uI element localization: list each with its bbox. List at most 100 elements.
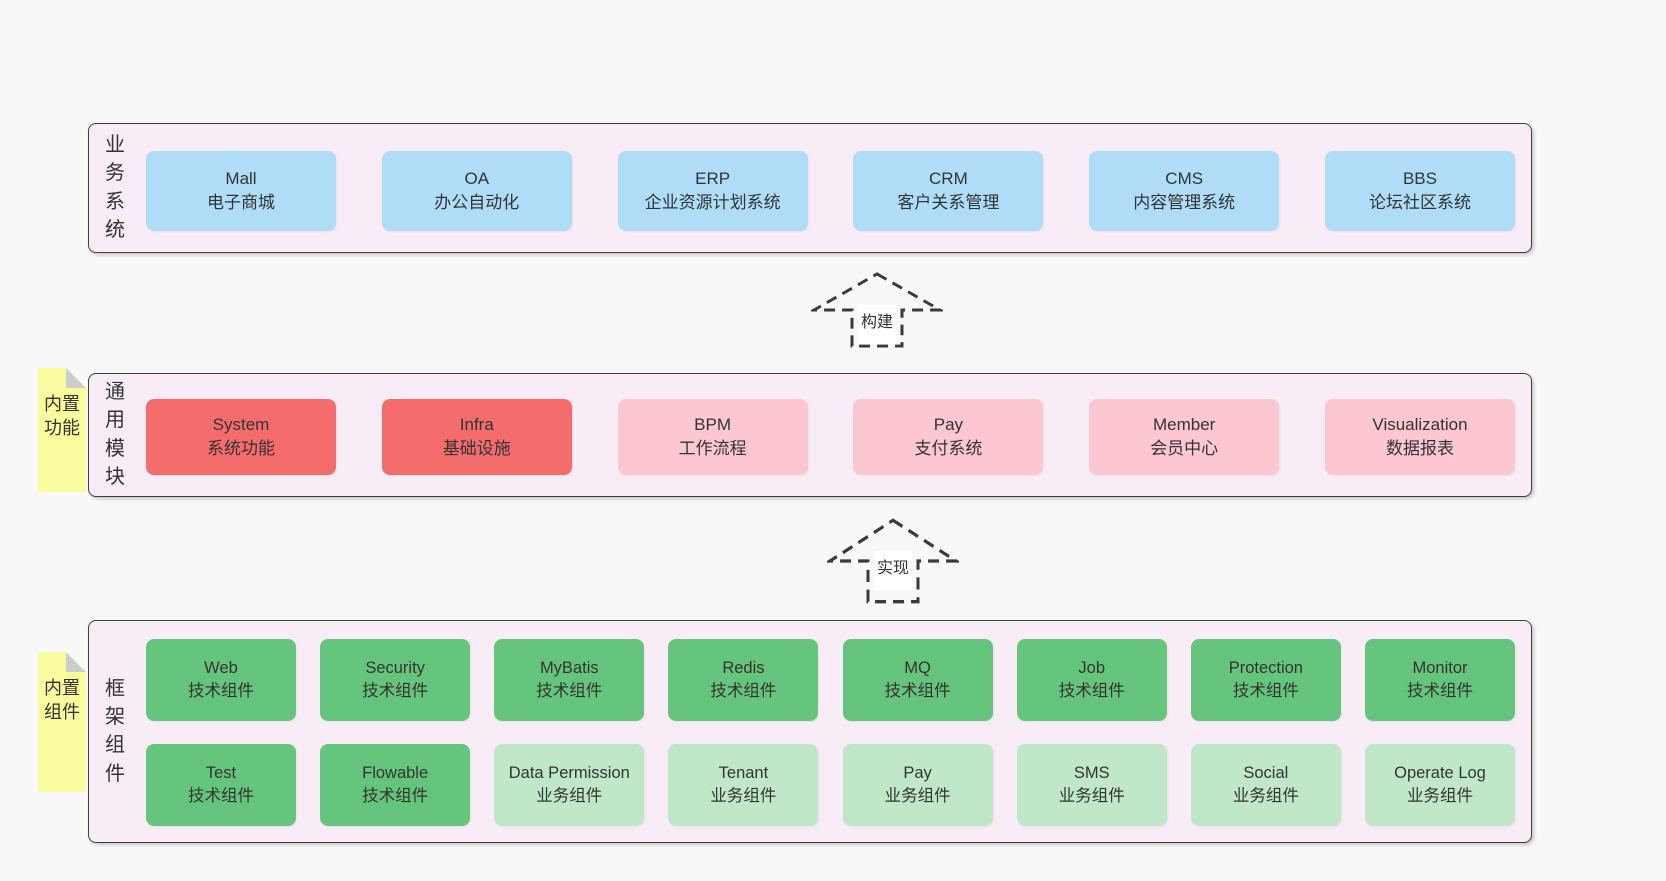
box-subtitle: 业务组件: [1058, 787, 1125, 805]
business-systems-panel: 业务系统 Mall 电子商城 OA 办公自动化 ERP 企业资源计划系统 CRM…: [88, 123, 1532, 253]
framework-row-2: Test 技术组件 Flowable 技术组件 Data Permission …: [146, 744, 1515, 826]
folded-corner-icon: [66, 652, 86, 672]
box-title: Protection: [1228, 658, 1303, 677]
box-subtitle: 办公自动化: [434, 193, 520, 212]
box-title: Visualization: [1372, 414, 1468, 434]
build-arrow: 构建: [811, 271, 943, 349]
box-title: BBS: [1402, 168, 1437, 188]
panel-title-framework: 框架组件: [105, 677, 125, 785]
box-title: Pay: [933, 414, 964, 434]
box-title: Flowable: [362, 763, 429, 782]
box-title: System: [212, 414, 270, 434]
framework-row-1: Web 技术组件 Security 技术组件 MyBatis 技术组件 Redi…: [146, 639, 1515, 721]
panel-title-modules: 通用模块: [105, 381, 125, 489]
box-title: MQ: [904, 658, 931, 677]
box-cms: CMS 内容管理系统: [1089, 151, 1280, 231]
box-subtitle: 业务组件: [536, 787, 603, 805]
box-infra: Infra 基础设施: [381, 399, 572, 475]
box-subtitle: 客户关系管理: [897, 193, 1000, 212]
box-subtitle: 支付系统: [914, 439, 983, 458]
box-redis: Redis 技术组件: [668, 639, 819, 721]
box-title: OA: [464, 168, 490, 188]
box-title: Test: [205, 763, 237, 782]
box-protection: Protection 技术组件: [1190, 639, 1341, 721]
box-subtitle: 基础设施: [442, 439, 511, 458]
box-subtitle: 论坛社区系统: [1368, 193, 1471, 212]
box-subtitle: 技术组件: [710, 682, 777, 700]
box-mall: Mall 电子商城: [146, 151, 336, 231]
framework-components-panel: 框架组件 Web 技术组件 Security 技术组件 MyBatis 技术组件…: [88, 620, 1532, 843]
box-subtitle: 内容管理系统: [1133, 193, 1236, 212]
box-mq: MQ 技术组件: [842, 639, 993, 721]
box-title: Member: [1153, 414, 1216, 434]
box-subtitle: 技术组件: [884, 682, 951, 700]
dashed-up-arrow-icon: [811, 272, 943, 348]
box-operate-log: Operate Log 业务组件: [1364, 744, 1515, 826]
box-pay-component: Pay 业务组件: [842, 744, 993, 826]
box-title: Data Permission: [508, 763, 630, 782]
box-subtitle: 电子商城: [207, 193, 275, 212]
box-system: System 系统功能: [146, 399, 336, 475]
box-data-permission: Data Permission 业务组件: [494, 744, 645, 826]
box-subtitle: 技术组件: [536, 682, 603, 700]
folded-corner-icon: [66, 368, 86, 388]
box-title: ERP: [695, 168, 731, 188]
box-title: Social: [1243, 763, 1289, 782]
box-title: Infra: [459, 414, 494, 434]
box-visualization: Visualization 数据报表: [1324, 399, 1515, 475]
box-title: CRM: [929, 168, 968, 188]
modules-boxes-row: System 系统功能 Infra 基础设施 BPM 工作流程 Pay 支付系统…: [146, 399, 1515, 475]
box-subtitle: 会员中心: [1150, 439, 1219, 458]
panel-title-business: 业务系统: [105, 134, 125, 242]
box-tenant: Tenant 业务组件: [668, 744, 819, 826]
box-title: Pay: [903, 763, 932, 782]
note-text: 内置功能: [44, 394, 80, 439]
box-test: Test 技术组件: [146, 744, 296, 826]
box-subtitle: 技术组件: [362, 787, 429, 805]
box-subtitle: 系统功能: [207, 439, 275, 458]
box-member: Member 会员中心: [1089, 399, 1280, 475]
box-subtitle: 技术组件: [1232, 682, 1299, 700]
box-pay-module: Pay 支付系统: [853, 399, 1044, 475]
box-subtitle: 业务组件: [710, 787, 777, 805]
box-mybatis: MyBatis 技术组件: [494, 639, 645, 721]
box-monitor: Monitor 技术组件: [1364, 639, 1515, 721]
box-subtitle: 技术组件: [362, 682, 429, 700]
box-title: BPM: [694, 414, 732, 434]
box-flowable: Flowable 技术组件: [320, 744, 471, 826]
box-social: Social 业务组件: [1190, 744, 1341, 826]
box-title: Monitor: [1412, 658, 1468, 677]
box-title: MyBatis: [539, 658, 599, 677]
box-subtitle: 工作流程: [678, 439, 747, 458]
box-subtitle: 技术组件: [188, 787, 254, 805]
box-subtitle: 企业资源计划系统: [644, 193, 781, 212]
box-title: Mall: [225, 168, 257, 188]
box-bbs: BBS 论坛社区系统: [1324, 151, 1515, 231]
box-subtitle: 技术组件: [1406, 682, 1473, 700]
arrow-label-build: 构建: [857, 305, 897, 344]
box-title: Tenant: [718, 763, 769, 782]
box-title: SMS: [1073, 763, 1110, 782]
box-oa: OA 办公自动化: [381, 151, 572, 231]
note-text: 内置组件: [44, 678, 80, 723]
business-boxes-row: Mall 电子商城 OA 办公自动化 ERP 企业资源计划系统 CRM 客户关系…: [146, 151, 1515, 231]
box-web: Web 技术组件: [146, 639, 296, 721]
box-sms: SMS 业务组件: [1016, 744, 1167, 826]
box-title: Security: [365, 658, 425, 677]
box-security: Security 技术组件: [320, 639, 471, 721]
box-subtitle: 技术组件: [1058, 682, 1125, 700]
box-erp: ERP 企业资源计划系统: [617, 151, 808, 231]
common-modules-panel: 通用模块 System 系统功能 Infra 基础设施 BPM 工作流程 Pay…: [88, 373, 1532, 497]
box-subtitle: 业务组件: [1406, 787, 1473, 805]
box-title: Job: [1078, 658, 1105, 677]
implement-arrow: 实现: [827, 517, 959, 605]
box-subtitle: 业务组件: [884, 787, 951, 805]
box-crm: CRM 客户关系管理: [853, 151, 1044, 231]
sticky-note-builtin-components: 内置组件: [38, 652, 86, 792]
box-subtitle: 技术组件: [188, 682, 254, 700]
box-job: Job 技术组件: [1016, 639, 1167, 721]
box-title: Redis: [722, 658, 765, 677]
box-title: Web: [204, 658, 238, 677]
box-bpm: BPM 工作流程: [617, 399, 808, 475]
box-title: Operate Log: [1394, 763, 1486, 782]
